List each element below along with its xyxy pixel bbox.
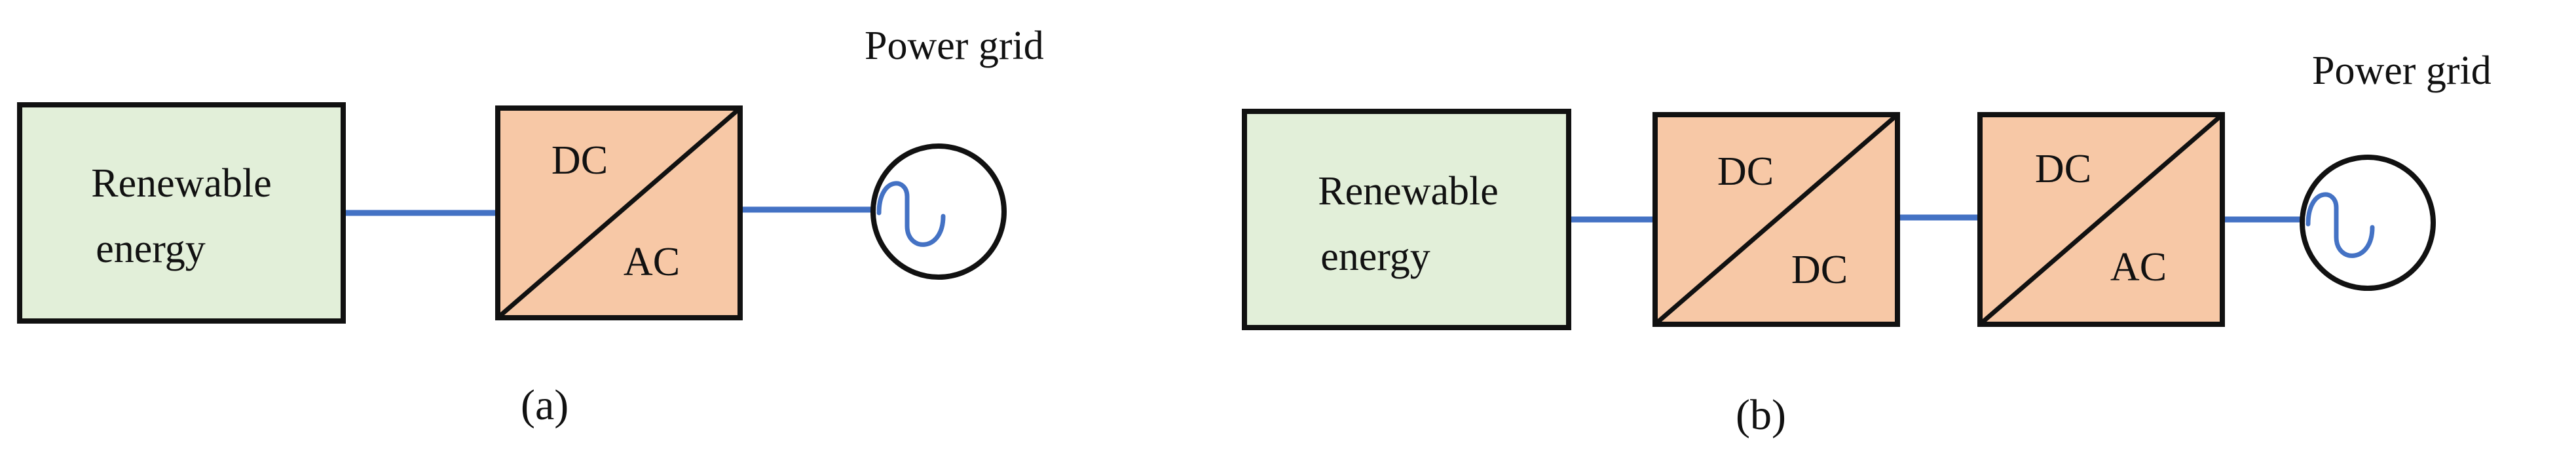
inverter-bottom-label-b: AC xyxy=(2110,245,2167,290)
inverter-bottom-label-a: AC xyxy=(624,240,680,284)
dcdc-top-label-b: DC xyxy=(1717,149,1774,194)
sine-wave-icon-a xyxy=(876,181,946,247)
renewable-source-label-line1-b: Renewable xyxy=(1318,169,1498,214)
ac-sine-source-icon-b xyxy=(2300,155,2436,291)
inverter-top-label-a: DC xyxy=(551,138,608,183)
renewable-source-label-line2-b: energy xyxy=(1320,235,1430,279)
dcdc-diagonal-b xyxy=(1653,113,1899,326)
power-grid-label-b: Power grid xyxy=(2312,48,2492,93)
caption-a: (a) xyxy=(521,381,569,429)
diagram-a: Renewable energy DC AC Power grid (a) xyxy=(17,24,1044,429)
sine-wave-icon-b xyxy=(2305,192,2375,258)
power-grid-label-a: Power grid xyxy=(865,24,1044,68)
diagram-b: Renewable energy DC DC DC AC Power grid … xyxy=(1242,48,2492,439)
inverter-diagonal-a xyxy=(496,106,742,320)
renewable-source-box-b xyxy=(1242,109,1571,330)
inverter-top-label-b: DC xyxy=(2035,147,2091,191)
caption-b: (b) xyxy=(1736,391,1786,439)
ac-sine-source-icon-a xyxy=(870,143,1007,280)
renewable-source-label-line2-a: energy xyxy=(96,227,206,271)
renewable-source-label-line1-a: Renewable xyxy=(91,161,271,206)
dcdc-bottom-label-b: DC xyxy=(1791,248,1848,292)
renewable-source-box-a xyxy=(17,102,346,324)
inverter-diagonal-b xyxy=(1978,113,2224,326)
